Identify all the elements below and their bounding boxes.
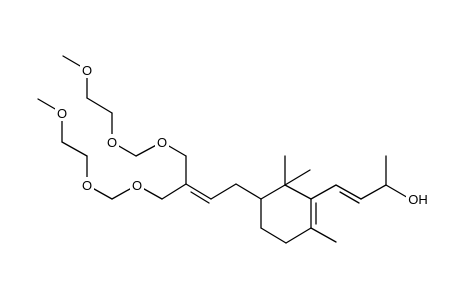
atom-label-bg: [80, 62, 94, 78]
oxygen-atom-label: O: [107, 135, 117, 150]
bond: [61, 141, 88, 157]
atom-label-bg: [406, 191, 430, 207]
double-bond-inner: [190, 191, 210, 204]
bond: [260, 227, 287, 244]
double-bond-inner: [339, 191, 360, 204]
bond: [86, 97, 113, 114]
bond: [285, 227, 312, 244]
butenol-chain: [310, 155, 411, 204]
atom-label-bg: [55, 105, 69, 121]
bond: [185, 183, 212, 200]
oxygen-atom-label: O: [157, 135, 167, 150]
oxygen-atom-label: O: [82, 178, 92, 193]
bond: [260, 184, 286, 200]
atom-label-bg: [80, 177, 94, 193]
oxygen-atom-label: O: [82, 63, 92, 78]
ring-substituents: [284, 155, 337, 243]
bond: [235, 183, 262, 200]
atom-labels: O O O O O O OH: [55, 62, 430, 207]
alkene-linker: [185, 183, 262, 204]
hydroxyl-label: OH: [408, 192, 428, 207]
atom-label-bg: [155, 134, 169, 150]
oxygen-atom-label: O: [132, 178, 142, 193]
gem-methyl-bond: [284, 169, 311, 186]
bond: [310, 184, 337, 200]
bond: [161, 183, 187, 200]
methyl-bond: [310, 227, 337, 243]
atom-label-bg: [105, 134, 119, 150]
oxygen-atom-label: O: [57, 106, 67, 121]
bond: [210, 183, 237, 200]
cyclohexene-ring: [260, 184, 317, 244]
bond: [335, 184, 362, 200]
bond: [360, 184, 387, 200]
atom-label-bg: [130, 177, 144, 193]
bond: [284, 184, 312, 200]
